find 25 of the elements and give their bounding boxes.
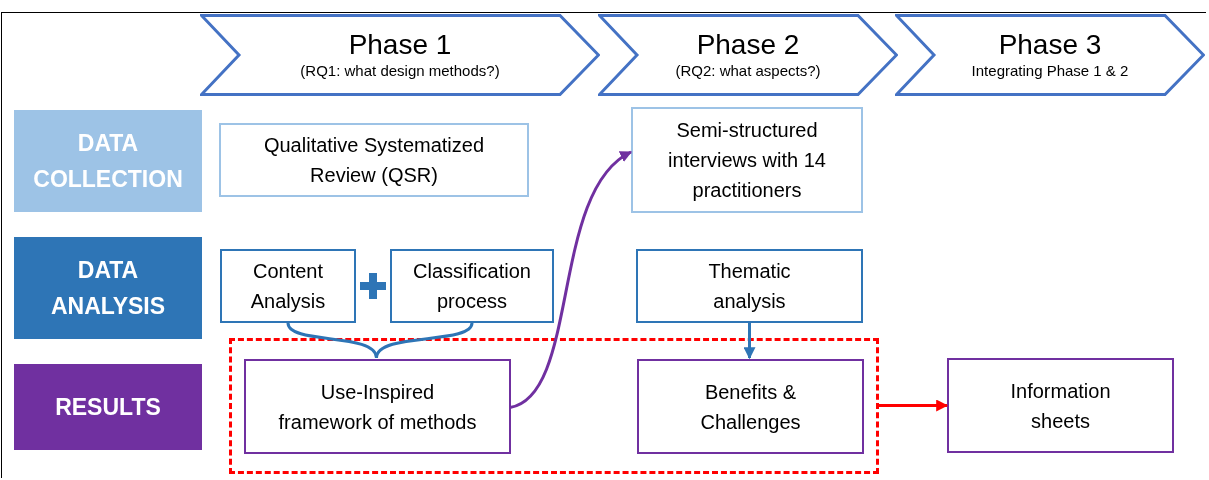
process-box: Content Analysis — [220, 249, 356, 323]
process-box: Qualitative Systematized Review (QSR) — [219, 123, 529, 197]
connector-line — [375, 322, 474, 359]
dashed-outline — [229, 338, 879, 474]
process-box: Thematic analysis — [636, 249, 863, 323]
process-box: Benefits & Challenges — [637, 359, 864, 454]
process-box: Semi-structured interviews with 14 practitioners — [631, 107, 863, 213]
phase-subtitle: Integrating Phase 1 & 2 — [971, 61, 1129, 81]
process-box: Classification process — [390, 249, 554, 323]
arrow — [509, 150, 632, 409]
phase-title: Phase 1 — [348, 29, 452, 61]
arrow — [879, 399, 949, 412]
process-box: Use-Inspired framework of methods — [244, 359, 511, 454]
phase-title: Phase 3 — [998, 29, 1102, 61]
row-label: RESULTS — [14, 364, 202, 450]
phase-banner — [895, 14, 1205, 96]
phase-banner — [598, 14, 898, 96]
phase-banner — [200, 14, 600, 96]
row-label: DATA ANALYSIS — [14, 237, 202, 339]
arrow — [743, 323, 756, 360]
phase-subtitle: (RQ2: what aspects?) — [675, 61, 821, 81]
phase-subtitle: (RQ1: what design methods?) — [300, 61, 500, 81]
process-box: Information sheets — [947, 358, 1174, 453]
row-label: DATA COLLECTION — [14, 110, 202, 212]
phase-title: Phase 2 — [696, 29, 800, 61]
